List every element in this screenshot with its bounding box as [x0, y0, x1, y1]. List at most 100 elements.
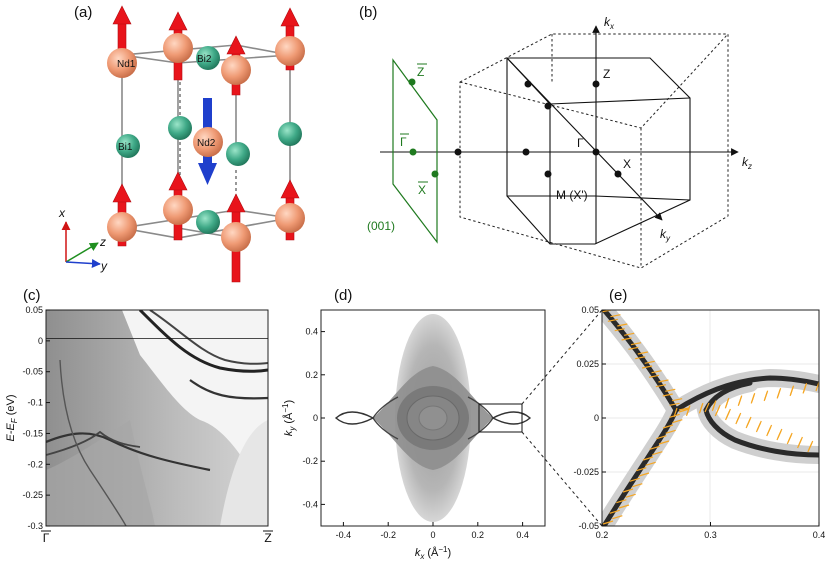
- bi-atom: [226, 142, 250, 166]
- spin-vector: [635, 356, 646, 360]
- panel-c-ylabel: E-EF (eV): [5, 394, 19, 441]
- spin-vector: [628, 346, 639, 350]
- panel-c-ytick-label: 0: [38, 336, 43, 346]
- panel-e-ytick-label: 0.025: [576, 359, 599, 369]
- spin-vector: [607, 318, 618, 322]
- spin-vector: [617, 323, 628, 327]
- spin-vector: [678, 407, 690, 411]
- zoom-box: [478, 403, 523, 433]
- spin-vector: [672, 398, 683, 402]
- spin-vector: [699, 402, 704, 413]
- spin-vector: [665, 429, 676, 434]
- nd-atom: [163, 33, 193, 63]
- panel-c-ytick-label: -0.3: [27, 521, 43, 531]
- spin-vector: [625, 493, 636, 498]
- spin-vector: [662, 393, 673, 397]
- axis-y-label: y: [100, 259, 108, 273]
- ky-label: ky: [660, 227, 671, 243]
- spin-vector: [629, 477, 640, 482]
- panel-c-image: [46, 310, 268, 526]
- zoom-line-bottom: [521, 431, 603, 527]
- spin-vector: [609, 509, 620, 514]
- point-X: X: [623, 157, 631, 171]
- panel-c-xtick-gamma: Γ: [43, 531, 50, 545]
- panel-d-xtick-label: 0: [430, 530, 435, 540]
- nd-atom: [107, 48, 137, 78]
- panel-e-xtick-label: 0.2: [596, 530, 609, 540]
- spin-texture: [602, 310, 819, 525]
- panel-c-ytick-label: -0.2: [27, 459, 43, 469]
- panel-d-xlabel: kx (Å−1): [415, 545, 451, 561]
- panel-e-ytick-label: 0.05: [581, 305, 599, 315]
- spin-vector: [602, 520, 614, 525]
- axis-x-label: x: [58, 206, 66, 220]
- spin-vector: [614, 328, 625, 332]
- spin-vector: [651, 370, 662, 374]
- spin-vector: [621, 337, 632, 341]
- spin-vector: [644, 360, 655, 364]
- spin-vector: [714, 406, 720, 417]
- panel-c-ytick-label: -0.25: [22, 490, 43, 500]
- spin-vector: [686, 405, 691, 415]
- spin-vector: [652, 451, 663, 456]
- panel-d-xtick-label: 0.2: [472, 530, 485, 540]
- spin-vector: [725, 410, 731, 421]
- panel-c-ytick-label: -0.05: [22, 367, 43, 377]
- panel-d-label: (d): [334, 287, 352, 304]
- spin-vector: [673, 407, 678, 418]
- axes-triad: x z y: [58, 206, 108, 273]
- axis-z-label: z: [99, 235, 106, 249]
- panel-c: (c) 0.050-0.05-0.1-0.15-0.2-0.25-0.3 E-E…: [5, 287, 273, 545]
- ky-axis: [506, 57, 663, 221]
- bi-atom: [116, 134, 140, 158]
- nd-atom: [221, 55, 251, 85]
- nd-atom: [275, 203, 305, 233]
- panel-d-xtick-label: -0.2: [380, 530, 396, 540]
- nd-atom: [275, 36, 305, 66]
- spin-vector: [662, 424, 674, 429]
- spin-vector: [616, 499, 627, 504]
- atoms: [107, 33, 305, 252]
- surface-plane: Z Γ X (001): [367, 58, 439, 244]
- atom-label-nd1: Nd1: [117, 59, 136, 70]
- spin-vector: [645, 461, 656, 466]
- spin-vector: [818, 452, 819, 454]
- surface-plane-label: (001): [367, 219, 395, 233]
- panel-a-label: (a): [74, 4, 92, 21]
- spin-vector: [755, 422, 761, 433]
- panel-d-ytick-label: -0.4: [302, 499, 318, 509]
- spin-vector: [745, 418, 751, 429]
- panel-b: (b) kx kz ky: [359, 4, 752, 269]
- spin-vector: [630, 342, 642, 346]
- spin-vector: [656, 435, 667, 440]
- spin-vector: [735, 414, 741, 425]
- spin-vector: [637, 351, 648, 355]
- spin-vector: [649, 445, 660, 450]
- spin-vector: [642, 365, 653, 369]
- spin-vector: [672, 419, 683, 424]
- nd-atom: [163, 195, 193, 225]
- panel-d-ylabel: ky (Å−1): [281, 400, 297, 436]
- point-Z: Z: [603, 67, 610, 81]
- spin-vector: [776, 430, 782, 441]
- spin-vector: [658, 379, 669, 383]
- panel-d-image: [321, 310, 545, 526]
- spin-vector: [704, 402, 710, 413]
- bi-atom: [278, 122, 302, 146]
- nd-atom: [193, 127, 223, 157]
- spin-vector: [669, 402, 680, 406]
- spin-vector: [678, 408, 690, 413]
- spin-vector: [766, 426, 772, 437]
- spin-vector: [632, 483, 643, 488]
- bi-atom: [196, 210, 220, 234]
- spin-vector: [802, 383, 808, 393]
- spin-vector: [612, 515, 623, 520]
- panel-d-ytick-label: 0.2: [305, 370, 318, 380]
- spin-vector: [624, 332, 635, 336]
- point-Gamma: Γ: [577, 136, 584, 150]
- spin-vector: [764, 390, 769, 400]
- zoom-line-top: [521, 309, 603, 405]
- surface-point-Xbar: X: [418, 183, 426, 197]
